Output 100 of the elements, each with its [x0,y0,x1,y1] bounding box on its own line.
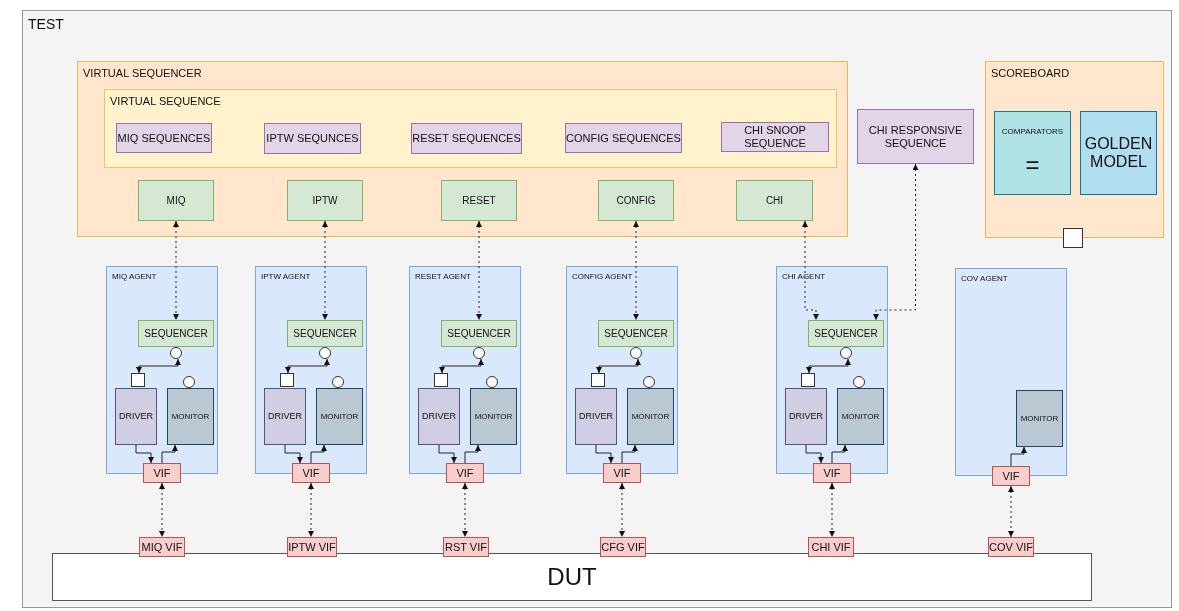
sequence-box [721,122,829,152]
sequencer-box [138,320,214,347]
box-label: SEQUENCER [814,327,878,340]
box-label: VIF [613,466,631,480]
double-arrow [322,220,328,321]
driver-box [575,388,617,445]
monitor-box [837,388,884,445]
sequencer-box [808,320,884,347]
box-label: DRIVER [268,411,302,422]
port-circle [643,376,655,388]
double-arrow [619,482,625,538]
box-label: CHI SNOOP SEQUENCE [743,124,807,150]
box-label: VIF [456,466,474,480]
box-label: CHI [765,194,784,207]
panel-title: CHI AGENT [782,272,826,281]
interface-box [603,463,641,483]
double-arrow [802,220,819,321]
double-arrow [173,220,179,321]
box-label: DUT [547,563,597,591]
double-arrow [476,220,482,321]
panel-title: IPTW AGENT [261,272,311,281]
arrow [831,444,848,464]
box-label: MONITOR [171,411,210,422]
sequencer-box [736,180,813,221]
box-label: CFG VIF [601,540,645,554]
interface-box [292,463,330,483]
box-label: CONFIG SEQUENCES [566,131,681,145]
box-label: DRIVER [789,411,823,422]
symbol-label: = [1025,151,1040,179]
sequence-box [411,123,522,154]
double-arrow [596,358,641,374]
box-label: VIF [153,466,171,480]
monitor-box [627,388,674,445]
sequencer-box [287,320,363,347]
dut-box [52,553,1092,601]
arrow [621,444,638,464]
interface-box [813,463,851,483]
arrow [1010,446,1027,467]
box-label: VIF [302,466,320,480]
port-circle [486,376,498,388]
port-circle [853,376,865,388]
panel-title: VIRTUAL SEQUENCER [83,67,202,79]
interface-box [992,466,1030,486]
sequencer-box [138,180,214,221]
driver-box [264,388,306,445]
port-square [434,373,448,387]
sequence-box [116,123,212,153]
box-label: IPTW [312,194,338,207]
double-arrow [136,358,181,374]
box-label: GOLDEN MODEL [1083,134,1154,172]
box-label: MONITOR [474,411,513,422]
interface-box [143,463,181,483]
arrow [284,444,303,464]
monitor-box [1016,390,1063,447]
driver-box [418,388,460,445]
double-arrow [829,482,835,538]
panel-title: COV AGENT [961,274,1008,283]
monitor-box [167,388,214,445]
port-circle [170,347,182,359]
sequencer-box [441,320,517,347]
box-label: COV VIF [989,540,1033,554]
model-box [1080,111,1157,195]
sequencer-box [598,320,674,347]
box-label: SEQUENCER [604,327,668,340]
port-circle [473,347,485,359]
box-label: MONITOR [320,411,359,422]
box-label: RESET [462,194,496,207]
box-label: MIQ SEQUENCES [117,131,211,145]
arrow [310,444,327,464]
test-panel [22,10,1172,608]
port-circle [183,376,195,388]
component-panel [77,61,848,237]
box-label: CHI VIF [811,540,851,554]
box-label: CONFIG [616,194,656,207]
box-label: MIQ VIF [141,540,183,554]
monitor-box [316,388,363,445]
box-label: MIQ [166,194,186,207]
box-label: VIF [823,466,841,480]
port-square [131,373,145,387]
port-square [801,373,815,387]
double-arrow [462,482,468,538]
box-label: DRIVER [422,411,456,422]
box-label: DRIVER [119,411,153,422]
arrow [464,444,481,464]
panel-title: VIRTUAL SEQUENCE [110,95,221,107]
port-circle [840,347,852,359]
panel-title: CONFIG AGENT [572,272,633,281]
sequencer-box [287,180,363,221]
arrow [438,444,457,464]
sequencer-box [441,180,517,221]
panel-title: TEST [28,16,64,32]
box-label: DRIVER [579,411,613,422]
panel-title: SCOREBOARD [991,67,1070,79]
double-arrow [806,358,851,374]
port-square [280,373,294,387]
box-label: MONITOR [631,411,670,422]
box-label: SEQUENCER [144,327,208,340]
box-label: RESET SEQUENCES [412,132,521,145]
arrow [135,444,154,464]
box-label: RST VIF [445,540,487,554]
